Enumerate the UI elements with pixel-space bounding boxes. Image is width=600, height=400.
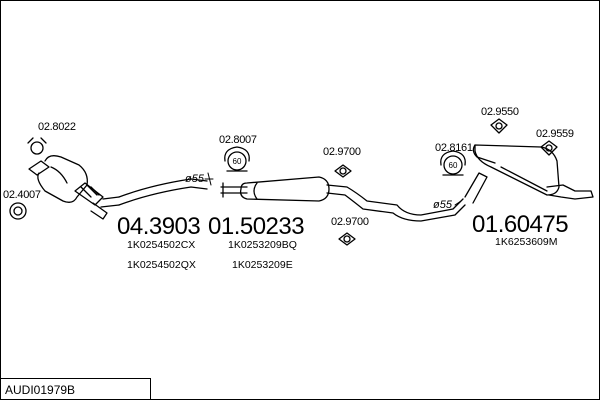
oem-number: 1K0253209BQ <box>228 239 297 251</box>
accessory-code: 02.8161 <box>435 142 473 154</box>
front-pipe-drawing <box>118 178 208 206</box>
rear-silencer-drawing <box>464 144 594 204</box>
accessory-code: 02.9550 <box>481 106 519 118</box>
oem-number: 1K0254502QX <box>127 259 196 271</box>
accessory-code: 02.9700 <box>323 146 361 158</box>
pipe-diameter-label: ø55 <box>433 199 452 211</box>
oem-number: 1K6253609M <box>495 236 558 248</box>
main-part-code: 01.60475 <box>472 211 569 238</box>
accessory-icons-drawing <box>9 118 558 246</box>
diagram-id-label: AUDI01979B <box>1 378 151 399</box>
oem-number: 1K0253209E <box>232 259 293 271</box>
clamp-size-label: 60 <box>233 157 242 166</box>
accessory-code: 02.9700 <box>331 216 369 228</box>
accessory-code: 02.9559 <box>536 128 574 140</box>
accessory-code: 02.4007 <box>3 189 41 201</box>
clamp-size-label: 60 <box>449 161 458 170</box>
main-part-code: 04.3903 <box>117 213 201 240</box>
center-silencer-drawing <box>220 176 466 222</box>
oem-number: 1K0254502CX <box>127 239 196 251</box>
accessory-code: 02.8007 <box>219 134 257 146</box>
main-part-code: 01.50233 <box>208 213 305 240</box>
accessory-code: 02.8022 <box>38 121 76 133</box>
catalytic-converter-drawing <box>28 155 120 220</box>
pipe-diameter-label: ø55 <box>185 173 204 185</box>
